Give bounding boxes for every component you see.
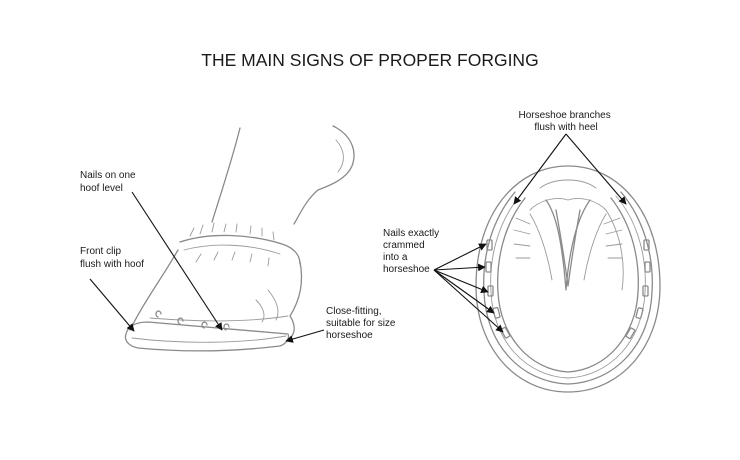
nail-mark-1 [155, 310, 162, 318]
nail-hole-r5 [625, 327, 636, 340]
arrow-close-fitting [285, 329, 325, 343]
nail-hole-l1 [486, 239, 493, 251]
arrow-nails-level [131, 191, 223, 331]
arrow-nail-3 [433, 269, 489, 293]
nail-hole-l5 [500, 326, 511, 339]
label-branches: Horseshoe branches flush with heel [518, 110, 613, 133]
nail-mark-3 [201, 321, 208, 329]
heel-detail [255, 289, 279, 323]
nail-hole-l2 [485, 261, 492, 273]
hair-strokes-lower [195, 251, 270, 267]
arrow-nail-1 [433, 243, 487, 271]
hoof-outline [475, 165, 661, 393]
coronet-hair [183, 244, 281, 255]
horseshoe-edge [131, 335, 287, 343]
hoof-wall-front [129, 249, 179, 331]
label-front-clip: Front clip flush with hoof [80, 246, 144, 270]
frog-outer [545, 199, 591, 291]
shoe-outer [483, 191, 653, 385]
nail-hole-r2 [644, 261, 651, 273]
nail-hole-r4 [635, 307, 644, 320]
leg-back-outline [293, 125, 355, 225]
frog-inner [555, 209, 581, 287]
nail-mark-4 [223, 323, 230, 331]
arrow-branch-left [513, 133, 567, 205]
side-view-hoof [124, 125, 355, 352]
leg-front-outline [211, 127, 241, 223]
shoe-inner [497, 197, 639, 373]
bar-lines [529, 213, 607, 281]
arrow-nail-2 [433, 263, 486, 272]
nail-hole-l4 [492, 306, 501, 319]
heel-bulbs [539, 179, 597, 189]
arrow-nail-4 [433, 269, 495, 314]
nail-hole-r3 [642, 285, 649, 297]
sole-hatching [513, 217, 623, 259]
arrow-front-clip [89, 278, 135, 332]
diagram-title: THE MAIN SIGNS OF PROPER FORGING [201, 50, 538, 70]
bottom-view-hoof [475, 165, 661, 393]
side-horseshoe [124, 321, 290, 352]
arrow-nail-5 [433, 269, 504, 333]
nail-hole-r1 [643, 239, 650, 251]
label-nails-level: Nails on one hoof level [80, 170, 138, 194]
label-nails-crammed: Nails exactly crammed into a horseshoe [383, 228, 442, 275]
hoof-wall-ground [149, 315, 289, 322]
label-close-fitting: Close-fitting, suitable for size horsesh… [326, 306, 398, 341]
sole-outline [529, 198, 624, 291]
hoof-heel [289, 261, 303, 337]
nail-mark-2 [177, 317, 184, 325]
fetlock-detail [335, 139, 344, 173]
coronet-band [179, 234, 301, 265]
hair-strokes [189, 222, 275, 241]
arrow-branch-right [565, 133, 627, 205]
